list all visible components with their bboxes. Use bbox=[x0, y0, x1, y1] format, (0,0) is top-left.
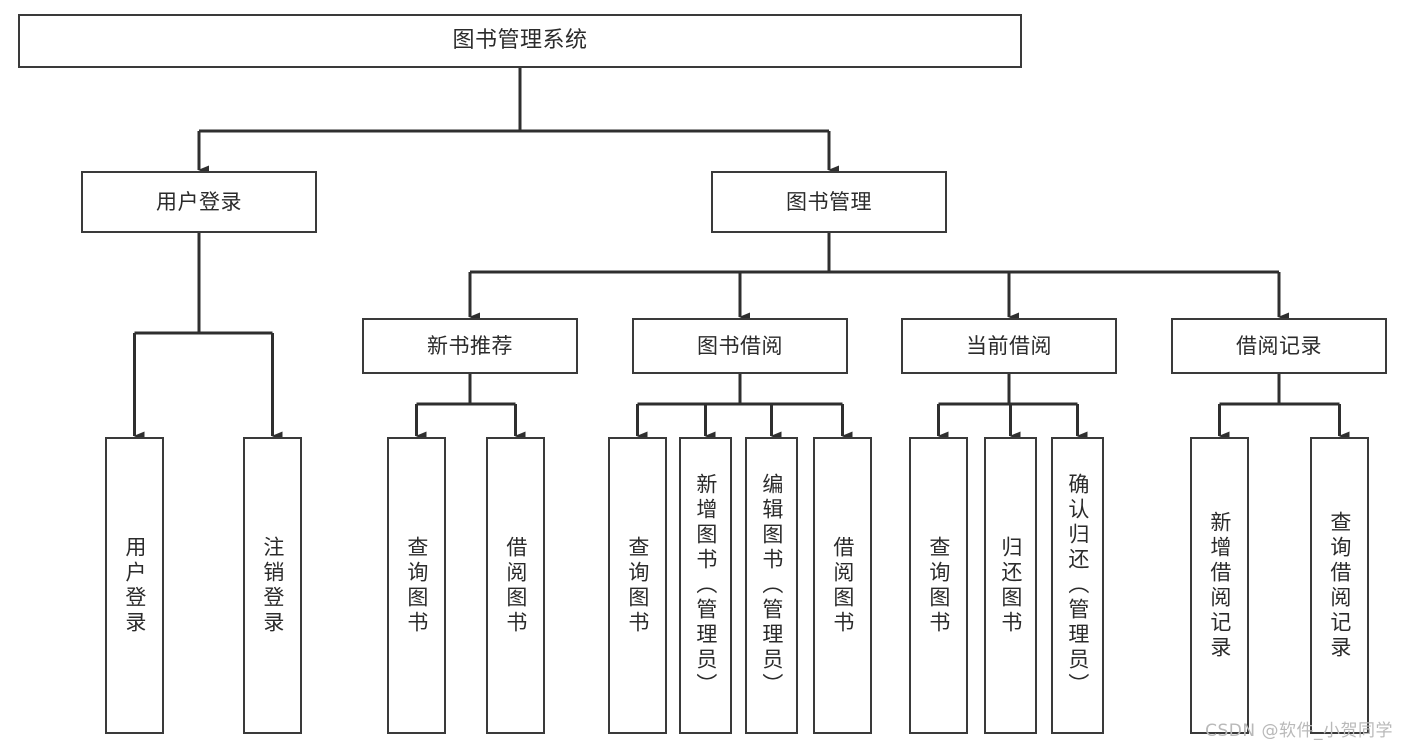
node-label-b-lend: 借阅图书 bbox=[830, 535, 855, 636]
node-b-edit[interactable]: 编辑图书（管理员） bbox=[745, 437, 798, 734]
node-root[interactable]: 图书管理系统 bbox=[18, 14, 1022, 68]
node-c-confirm[interactable]: 确认归还（管理员） bbox=[1051, 437, 1104, 734]
node-records[interactable]: 借阅记录 bbox=[1171, 318, 1387, 374]
node-l-logout[interactable]: 注销登录 bbox=[243, 437, 302, 734]
node-label-b-query: 查询图书 bbox=[625, 535, 650, 636]
node-c-return[interactable]: 归还图书 bbox=[984, 437, 1037, 734]
node-label-l-logout: 注销登录 bbox=[260, 535, 285, 636]
node-label-records: 借阅记录 bbox=[1236, 333, 1322, 358]
node-label-bookmgmt: 图书管理 bbox=[786, 189, 872, 214]
node-borrow[interactable]: 图书借阅 bbox=[632, 318, 848, 374]
node-n-borrow[interactable]: 借阅图书 bbox=[486, 437, 545, 734]
node-current[interactable]: 当前借阅 bbox=[901, 318, 1117, 374]
node-label-n-borrow: 借阅图书 bbox=[503, 535, 528, 636]
node-label-current: 当前借阅 bbox=[966, 333, 1052, 358]
node-label-c-confirm: 确认归还（管理员） bbox=[1065, 473, 1090, 698]
node-login[interactable]: 用户登录 bbox=[81, 171, 317, 233]
node-bookmgmt[interactable]: 图书管理 bbox=[711, 171, 947, 233]
node-label-l-login: 用户登录 bbox=[122, 535, 147, 636]
node-label-b-add: 新增图书（管理员） bbox=[693, 473, 718, 698]
node-label-borrow: 图书借阅 bbox=[697, 333, 783, 358]
node-b-lend[interactable]: 借阅图书 bbox=[813, 437, 872, 734]
node-label-c-return: 归还图书 bbox=[998, 535, 1023, 636]
node-label-root: 图书管理系统 bbox=[452, 28, 588, 54]
node-label-r-query: 查询借阅记录 bbox=[1327, 510, 1352, 661]
node-label-r-add: 新增借阅记录 bbox=[1207, 510, 1232, 661]
node-l-login[interactable]: 用户登录 bbox=[105, 437, 164, 734]
edge-paths bbox=[133, 68, 1350, 441]
node-r-add[interactable]: 新增借阅记录 bbox=[1190, 437, 1249, 734]
node-b-add[interactable]: 新增图书（管理员） bbox=[679, 437, 732, 734]
node-label-c-query: 查询图书 bbox=[926, 535, 951, 636]
node-label-b-edit: 编辑图书（管理员） bbox=[759, 473, 784, 698]
node-b-query[interactable]: 查询图书 bbox=[608, 437, 667, 734]
node-label-login: 用户登录 bbox=[156, 189, 242, 214]
node-r-query[interactable]: 查询借阅记录 bbox=[1310, 437, 1369, 734]
node-n-query[interactable]: 查询图书 bbox=[387, 437, 446, 734]
node-label-n-query: 查询图书 bbox=[404, 535, 429, 636]
node-newbook[interactable]: 新书推荐 bbox=[362, 318, 578, 374]
node-c-query[interactable]: 查询图书 bbox=[909, 437, 968, 734]
watermark-text: CSDN @软件_小贺同学 bbox=[1205, 721, 1393, 741]
node-label-newbook: 新书推荐 bbox=[427, 333, 513, 358]
